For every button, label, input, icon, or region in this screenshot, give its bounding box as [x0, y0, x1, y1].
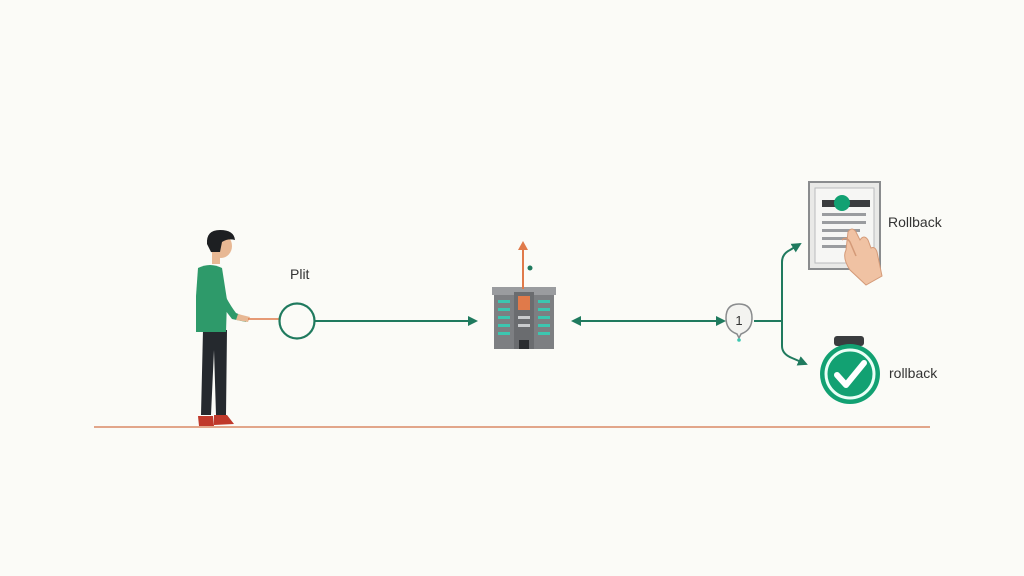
branch-up-arrow [781, 242, 802, 321]
hand-icon [841, 228, 883, 286]
branch-down-arrow [781, 321, 808, 366]
start-node-label: Plit [290, 266, 310, 282]
checkmark-badge-icon [820, 336, 880, 404]
person-figure [196, 230, 280, 426]
start-node-circle [278, 302, 316, 340]
stage-marker-number: 1 [735, 313, 742, 328]
rollback-success-label: rollback [889, 365, 938, 381]
stage-marker-icon [725, 303, 753, 342]
server-building-icon [492, 241, 556, 349]
rollback-document-label: Rollback [888, 214, 942, 230]
